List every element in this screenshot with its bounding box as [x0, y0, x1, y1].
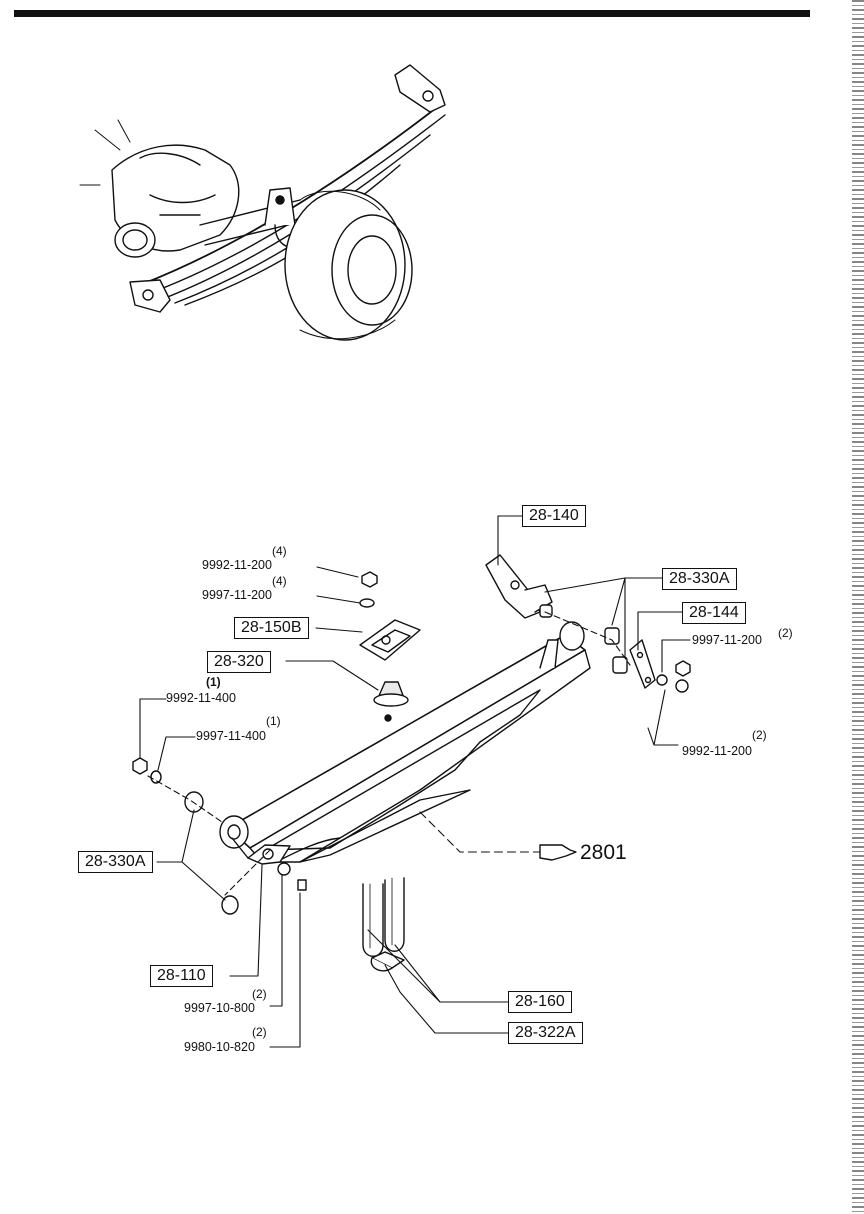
callout-28-330a-left: 28-330A [78, 851, 153, 873]
qty-9980-10-820: (2) [252, 1025, 267, 1039]
leader-lines [139, 515, 691, 1048]
qty-9992-11-400: (1) [206, 675, 221, 689]
page-edge [852, 0, 864, 1214]
callout-28-330a-top: 28-330A [662, 568, 737, 590]
callout-28-110: 28-110 [150, 965, 213, 987]
callout-28-320: 28-320 [207, 651, 271, 673]
section-reference-2801: 2801 [580, 841, 627, 864]
part-9997-11-200-right: 9997-11-200 [692, 633, 762, 647]
part-9992-11-200-top: 9992-11-200 [202, 558, 272, 572]
part-9992-11-200-right: 9992-11-200 [682, 744, 752, 758]
part-9980-10-820: 9980-10-820 [184, 1040, 255, 1054]
spring-seat [359, 619, 421, 661]
callout-28-140: 28-140 [522, 505, 586, 527]
leaf-spring-main [219, 621, 591, 863]
callout-28-160: 28-160 [508, 991, 572, 1013]
callout-28-144: 28-144 [682, 602, 746, 624]
overview-illustration [79, 64, 446, 341]
callout-28-150b: 28-150B [234, 617, 309, 639]
callout-28-322a: 28-322A [508, 1022, 583, 1044]
part-9997-11-200-top: 9997-11-200 [202, 588, 272, 602]
part-9997-10-800: 9997-10-800 [184, 1001, 255, 1015]
part-9997-11-400: 9997-11-400 [196, 729, 266, 743]
qty-9997-10-800: (2) [252, 987, 267, 1001]
rear-shackle [231, 837, 291, 865]
shackle-plate [629, 639, 656, 689]
bushings [184, 604, 628, 915]
u-bolts [362, 877, 405, 957]
qty-9992-11-200-top: (4) [272, 544, 287, 558]
qty-9997-11-200-top: (4) [272, 574, 287, 588]
qty-9997-11-400: (1) [266, 714, 281, 728]
qty-9997-11-200-right: (2) [778, 626, 793, 640]
top-rule [14, 10, 810, 17]
bump-stop [373, 681, 409, 707]
hand-pointer-icon [539, 844, 577, 861]
part-9992-11-400: 9992-11-400 [166, 691, 236, 705]
qty-9992-11-200-right: (2) [752, 728, 767, 742]
